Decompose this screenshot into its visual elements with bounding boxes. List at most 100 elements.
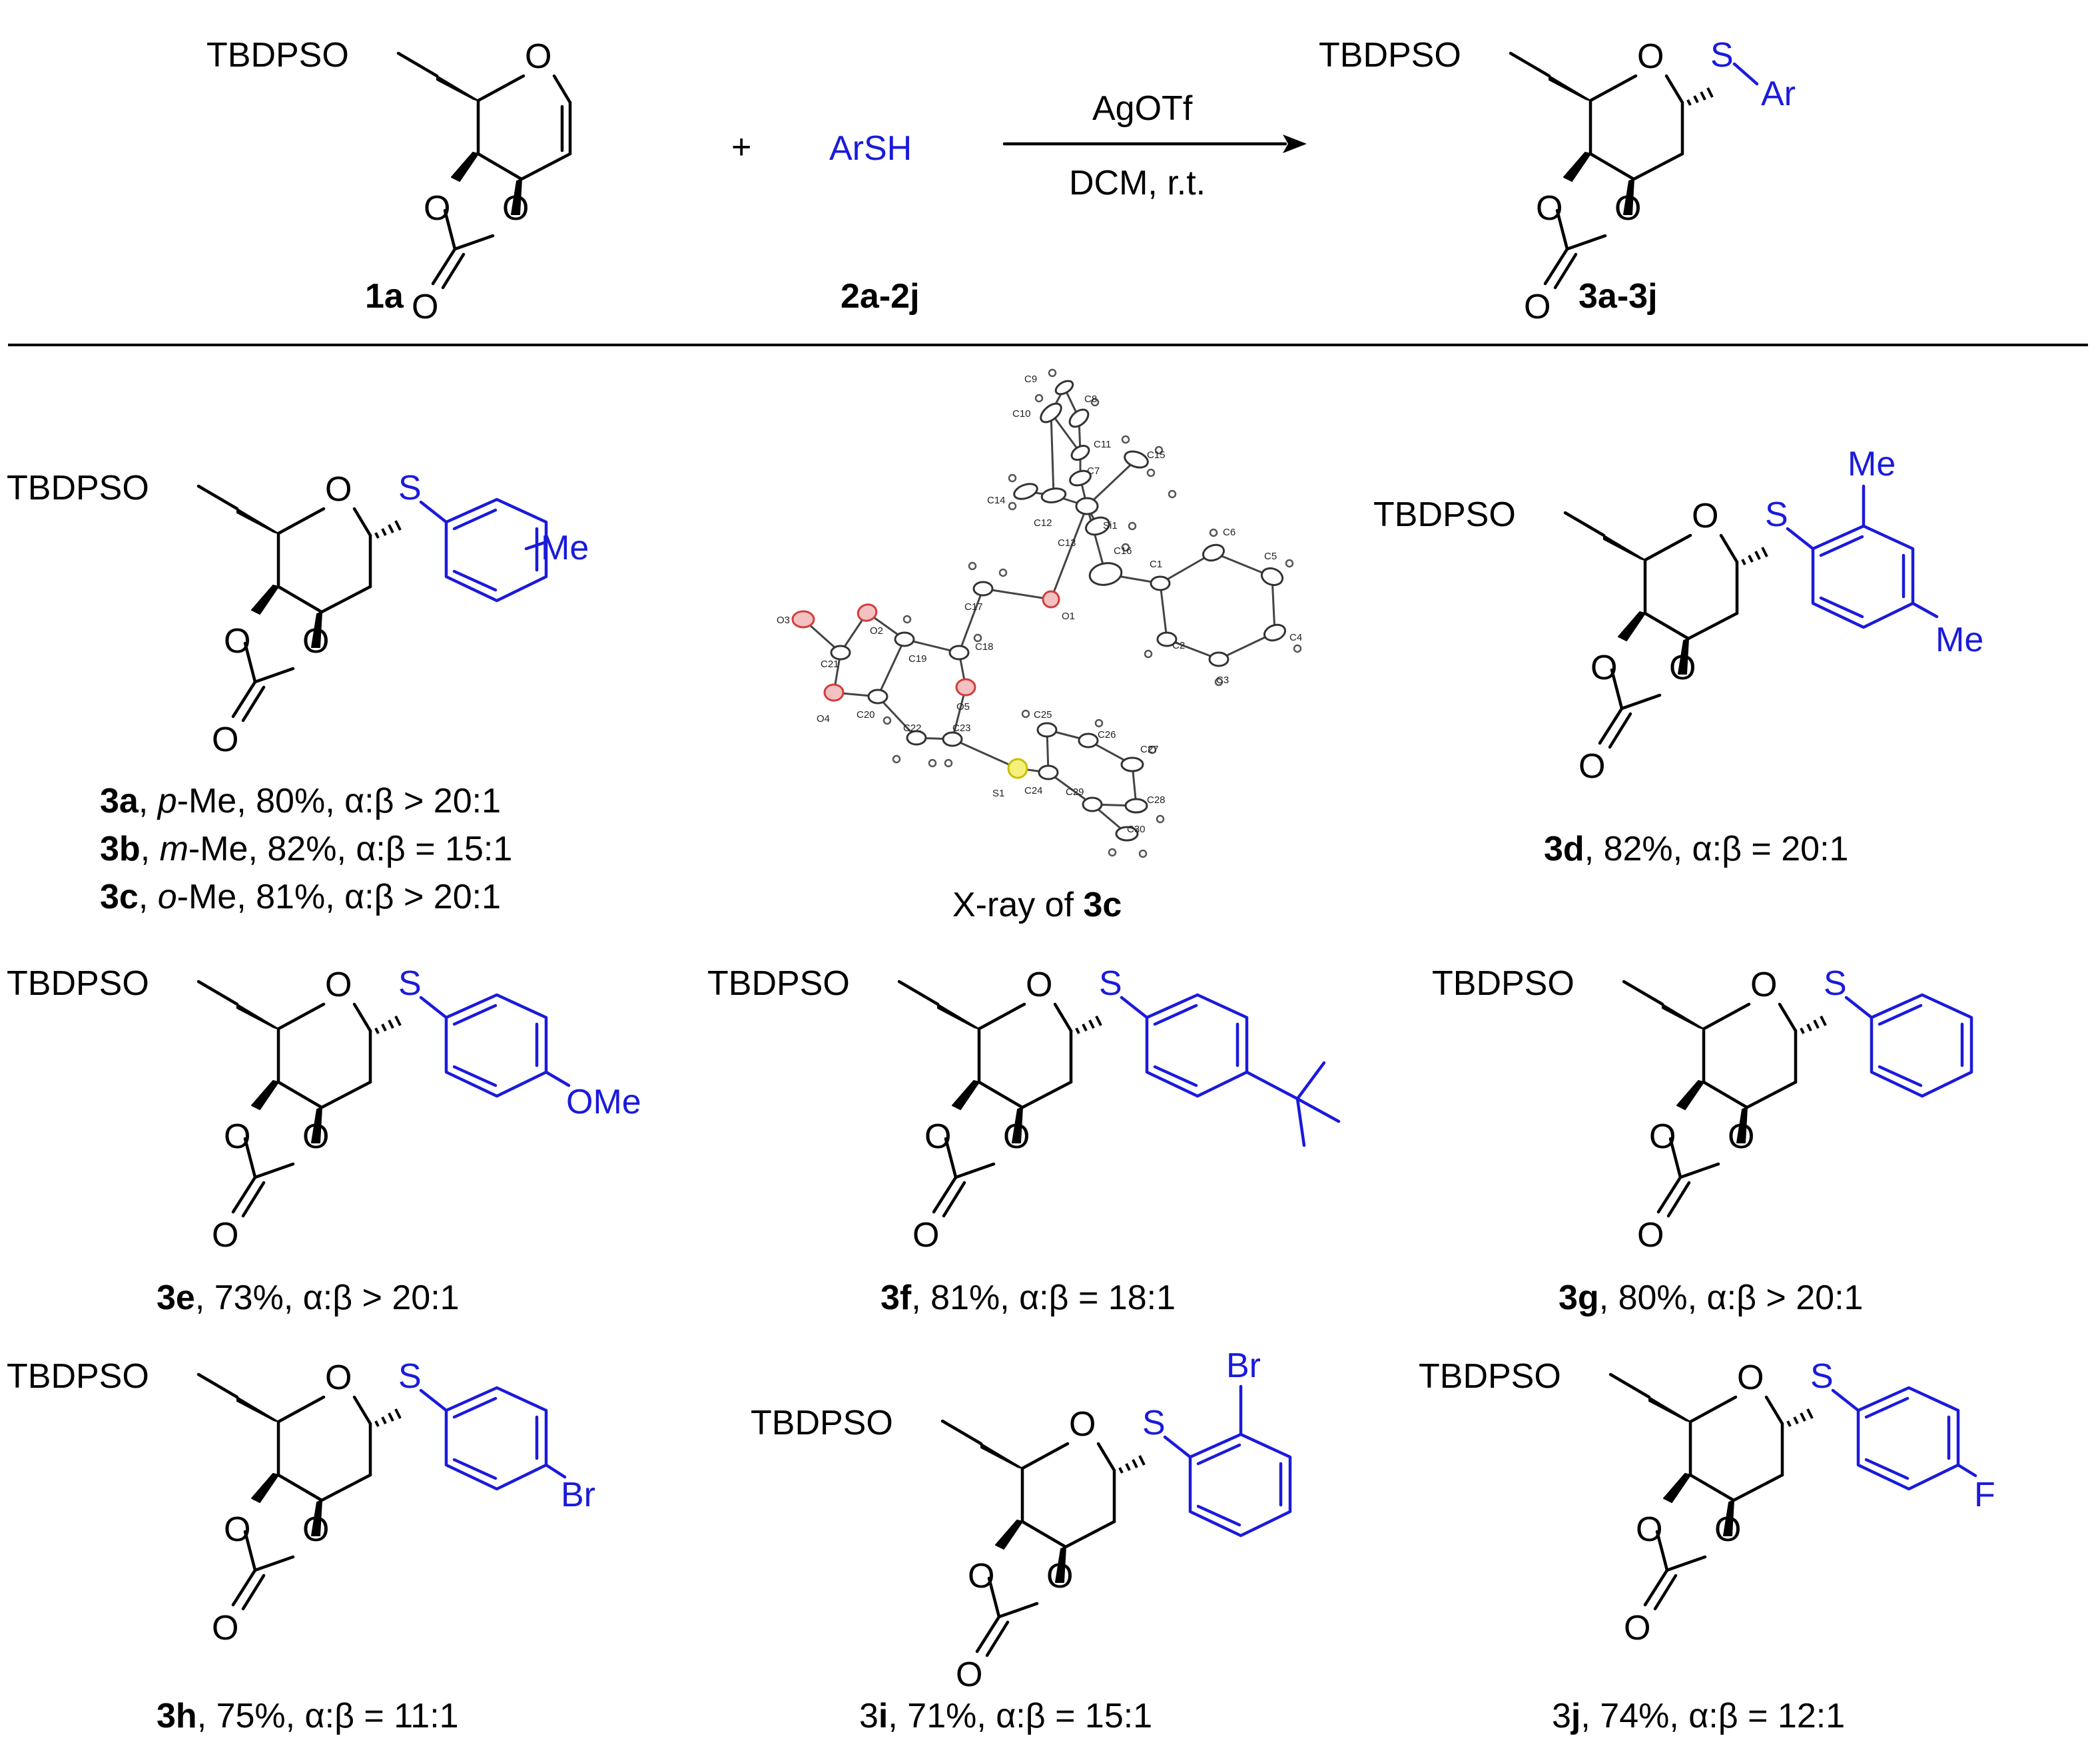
xray-bond [952, 738, 1018, 770]
xray-bond [1050, 505, 1088, 600]
xray-atom-c11 [1070, 445, 1090, 461]
methoxy-label: OMe [566, 1083, 641, 1121]
ring-oxygen: O [1026, 966, 1052, 1004]
xray-atom-label: C6 [1223, 527, 1235, 538]
xray-atom-c17 [972, 581, 994, 597]
sulfur-atom: S [1824, 964, 1847, 1003]
carbonate-oxygen: O [1649, 1117, 1676, 1156]
substrate-1a: TBDPSO O O O O [206, 36, 570, 326]
ring-oxygen: O [1069, 1405, 1096, 1444]
tbdpso-label: TBDPSO [1432, 964, 1574, 1003]
xray-atom-label: C11 [1094, 439, 1111, 450]
structure-3i: TBDPSO O O O O S Br [751, 1346, 1290, 1694]
xray-bond [1086, 505, 1107, 575]
caption-3f: 3f, 81%, α:β = 18:1 [880, 1279, 1176, 1317]
bromo-label: Br [1226, 1346, 1261, 1385]
xray-atom-c5 [1260, 567, 1284, 587]
carbonate-oxygen: O [924, 1117, 951, 1156]
carbonyl-oxygen: O [1524, 288, 1551, 326]
xray-atom-o4 [823, 683, 845, 702]
carbonate-oxygen: O [424, 189, 450, 228]
xray-atom-o5 [955, 678, 976, 697]
xray-atom-label: O2 [870, 625, 883, 637]
structure-3d: TBDPSO O O O O S Me Me [1373, 445, 1983, 786]
xray-atom-label: C18 [975, 641, 994, 653]
xray-atom-c10 [1040, 402, 1062, 424]
xray-hydrogen [1048, 368, 1057, 378]
xray-atom-label: C21 [821, 659, 839, 670]
condition-catalyst: AgOTf [1092, 89, 1193, 128]
xray-hydrogen [1214, 677, 1223, 687]
tbdpso-label: TBDPSO [7, 1357, 149, 1396]
xray-atom-label: O5 [956, 701, 970, 713]
xray-bond [1271, 576, 1276, 633]
xray-hydrogen [892, 754, 901, 764]
carbonyl-oxygen: O [212, 1609, 238, 1647]
xray-atom-label: C17 [964, 601, 983, 613]
caption-3e: 3e, 73%, α:β > 20:1 [157, 1279, 460, 1317]
carbonyl-oxygen: O [412, 288, 438, 326]
carbonate-oxygen: O [1003, 1117, 1030, 1156]
tbdpso-label: TBDPSO [7, 964, 149, 1003]
carbonate-oxygen: O [1669, 649, 1696, 687]
xray-atom-c16 [1088, 562, 1123, 586]
xray-atom-c26 [1078, 733, 1099, 748]
tbdpso-label: TBDPSO [707, 964, 850, 1003]
carbonate-oxygen: O [1046, 1557, 1073, 1596]
xray-atom-label: Si1 [1103, 520, 1118, 531]
sulfur-atom: S [1142, 1404, 1166, 1442]
carbonyl-oxygen: O [912, 1216, 939, 1255]
carbonate-oxygen: O [1614, 189, 1641, 228]
xray-atom-c9 [1054, 380, 1074, 396]
xray-bond [876, 639, 906, 697]
xray-atom-label: C14 [987, 495, 1006, 506]
xray-bond [958, 588, 984, 653]
methyl-label: Me [1848, 445, 1896, 483]
xray-atom-label: C1 [1150, 559, 1162, 570]
xray-atom-c19 [894, 631, 915, 647]
xray-atom-c21 [830, 645, 851, 661]
xray-atom-c6 [1202, 543, 1225, 562]
xray-hydrogen [968, 561, 977, 571]
carbonate-oxygen: O [968, 1557, 994, 1596]
xray-hydrogen [944, 758, 953, 768]
carbonate-oxygen: O [1536, 189, 1563, 228]
xray-bond [1050, 412, 1082, 453]
xray-hydrogen [1108, 848, 1117, 857]
xray-atom-c12 [1040, 487, 1067, 503]
ring-oxygen: O [1737, 1358, 1764, 1397]
sulfur-atom: S [398, 1357, 422, 1396]
xray-atom-label: O1 [1062, 611, 1075, 622]
carbonyl-oxygen: O [1578, 747, 1605, 786]
xray-atom-label: C24 [1024, 785, 1043, 796]
sulfur-atom: S [1810, 1357, 1834, 1396]
xray-hydrogen [973, 633, 982, 643]
carbonyl-oxygen: O [1624, 1609, 1650, 1647]
ring-oxygen: O [325, 470, 352, 509]
carbonyl-oxygen: O [212, 1216, 238, 1255]
xray-atom-c2 [1156, 631, 1178, 647]
carbonate-oxygen: O [302, 1510, 329, 1549]
xray-atom-o1 [1042, 590, 1060, 609]
xray-atom-label: C28 [1147, 794, 1166, 806]
substrate-label: 1a [365, 277, 404, 316]
carbonate-oxygen: O [502, 189, 529, 228]
xray-bond [876, 695, 918, 739]
xray-atom-c25 [1036, 722, 1058, 738]
xray-atom-label: C20 [857, 709, 875, 721]
carbonate-oxygen: O [302, 1117, 329, 1156]
carbonate-oxygen: O [224, 1510, 250, 1549]
xray-hydrogen [1121, 435, 1130, 444]
condition-solvent: DCM, r.t. [1069, 164, 1206, 202]
xray-atom-c28 [1124, 798, 1148, 814]
xray-hydrogen [1121, 543, 1130, 552]
carbonate-oxygen: O [1714, 1510, 1741, 1549]
xray-atom-o3 [791, 610, 815, 629]
xray-atom-label: C7 [1087, 465, 1100, 477]
structure-3j: TBDPSO O O O O S F [1419, 1357, 1995, 1647]
xray-atom-c24 [1038, 764, 1059, 780]
xray-hydrogen [1146, 468, 1156, 477]
sulfur-atom: S [398, 469, 422, 507]
aryl-group: Ar [1761, 75, 1796, 113]
